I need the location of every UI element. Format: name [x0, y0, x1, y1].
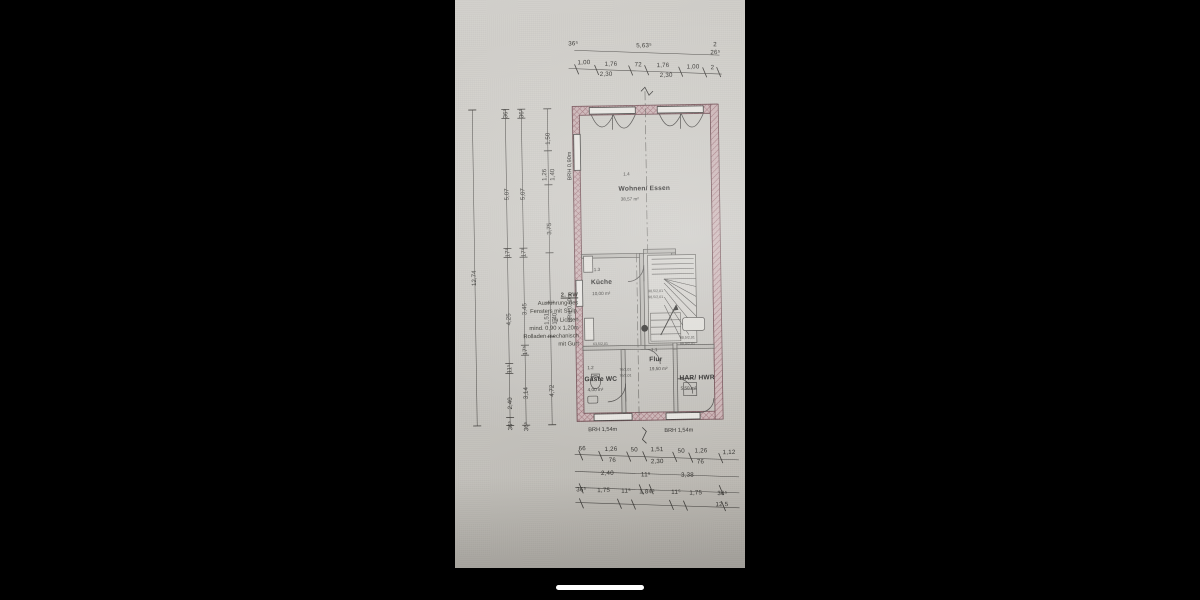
curtain-symbols — [591, 113, 704, 130]
dim-left-c2-2: 17⁵ — [520, 247, 528, 258]
dim-left-c3-2: 1,40 — [549, 168, 557, 181]
dim-bot-r4-1: 1,75 — [597, 486, 611, 495]
dim-left-c2-1: 5,07 — [519, 188, 527, 201]
dim-bot-r2-1: 2,30 — [650, 458, 664, 466]
dim-bot-r1-4: 50 — [677, 447, 685, 455]
dim-left-c1-6: 36⁵ — [507, 420, 515, 431]
dim-left-c1-5: 2,40 — [506, 397, 514, 410]
party-wall — [709, 103, 724, 420]
dim-top-chain-4: 1,00 — [686, 63, 700, 71]
note-line-5: mit Gurt — [558, 341, 579, 348]
door-tag-6: 63,5/2,01 — [592, 341, 608, 347]
axis-lines — [636, 91, 648, 424]
window-opening-kitchen-left — [575, 279, 584, 307]
window-opening-top-right — [656, 105, 704, 114]
dim-bot-r1-3: 1,51 — [650, 446, 664, 454]
dim-bot-r1-5: 1,26 — [694, 447, 708, 455]
dim-bot-r4-5: 1,75 — [689, 489, 703, 497]
dim-left-c2-6: 36⁵ — [523, 421, 531, 432]
openings — [573, 105, 704, 422]
door-tag-0: 98,5/2,01 — [648, 289, 664, 294]
dim-top-right-1: 2 — [713, 41, 717, 49]
dim-bot-r3-1: 11⁵ — [640, 471, 651, 479]
door-tag-2: 88,5/2,01 — [679, 335, 695, 340]
dim-bot-r4-6: 36⁵ — [717, 490, 728, 498]
floorplan-drawing: 36⁵ 5,63⁵ 2 26⁵ 1,00 1,76 72 1,76 1,00 2… — [455, 0, 745, 568]
dim-bot-r4-2: 11⁵ — [621, 487, 631, 495]
dim-bot-r1-2: 50 — [630, 446, 638, 454]
dim-bot-r3-0: 2,40 — [600, 469, 614, 478]
dim-left-c1-4: 11⁵ — [506, 364, 514, 374]
plan-vector — [468, 50, 740, 512]
dim-top-chain-5: 2 — [710, 64, 715, 72]
door-tag-3: 88,5/2,01 — [679, 341, 695, 346]
brh-label-living-left: BRH 0,90m — [566, 151, 574, 181]
window-opening-bottom-right — [665, 412, 701, 420]
dim-left-c3-3: 3,75 — [546, 222, 554, 235]
dim-left-c1-2: 17⁵ — [504, 247, 512, 258]
floorplan-photo: 36⁵ 5,63⁵ 2 26⁵ 1,00 1,76 72 1,76 1,00 2… — [455, 0, 745, 568]
dim-bot-r1-6: 1,12 — [722, 448, 736, 457]
dim-top-chain-0: 1,00 — [577, 59, 591, 67]
dim-left-c3-6: 4,72 — [548, 384, 556, 397]
window-opening-bottom-left — [593, 413, 633, 422]
dim-left-c2-0: 36⁵ — [518, 108, 526, 119]
note-block: 2. RW Ausführung des Fensters mit Stulp.… — [466, 291, 579, 350]
dim-bot-r4-4: 11⁵ — [671, 488, 681, 496]
dim-bot-r4-3: 1,84⁵ — [639, 488, 655, 496]
dim-top-right-2: 26⁵ — [710, 49, 721, 57]
dimension-lines — [471, 50, 740, 509]
fixtures — [583, 255, 706, 404]
dim-bot-r4-0: 36⁵ — [576, 486, 587, 494]
dim-bot-r3-2: 3,38 — [680, 471, 694, 479]
dim-bot-r1-1: 1,26 — [604, 445, 618, 453]
door-tag-5: 76/2,01 — [619, 373, 632, 378]
dim-left-c2-5: 3,14 — [522, 387, 530, 400]
plan-sheet: 36⁵ 5,63⁵ 2 26⁵ 1,00 1,76 72 1,76 1,00 2… — [455, 0, 745, 568]
dim-top-chain-2: 72 — [634, 61, 642, 69]
dim-left-c3-0: 1,50 — [544, 132, 552, 145]
dim-left-c3-1: 1,26 — [541, 168, 549, 181]
section-marker-bottom — [641, 427, 647, 444]
dim-top-span: 5,63⁵ — [636, 42, 652, 50]
section-marker — [640, 86, 654, 96]
door-swings — [607, 265, 715, 413]
dim-top-sub-1: 2,30 — [659, 71, 673, 80]
door-tag-1: 98,5/2,01 — [648, 295, 664, 300]
brh-label-bottom-right: BRH 1,54m — [664, 427, 694, 435]
door-tag-4: 76/2,01 — [619, 367, 632, 372]
dimension-ticks — [468, 64, 726, 512]
dim-left-c1-1: 5,07 — [503, 188, 511, 201]
window-opening-top-left — [588, 106, 636, 115]
window-opening-living-left — [573, 133, 582, 171]
home-indicator[interactable] — [556, 585, 644, 590]
dim-top-sub-0: 2,30 — [599, 70, 613, 78]
dim-top-left-pier: 36⁵ — [568, 40, 579, 48]
brh-label-bottom-left: BRH 1,54m — [588, 426, 618, 434]
dim-bot-r2-0: 76 — [608, 456, 617, 464]
dim-left-overall: 12,74 — [470, 270, 479, 287]
dim-left-c1-0: 36⁵ — [502, 108, 510, 119]
dim-top-chain-3: 1,76 — [656, 61, 670, 70]
dim-bot-r2-2: 76 — [696, 458, 705, 466]
dim-top-chain-1: 1,76 — [604, 60, 618, 68]
dim-bot-r5-0: 12,5 — [715, 501, 729, 509]
dim-bot-r1-0: 66 — [578, 445, 586, 453]
